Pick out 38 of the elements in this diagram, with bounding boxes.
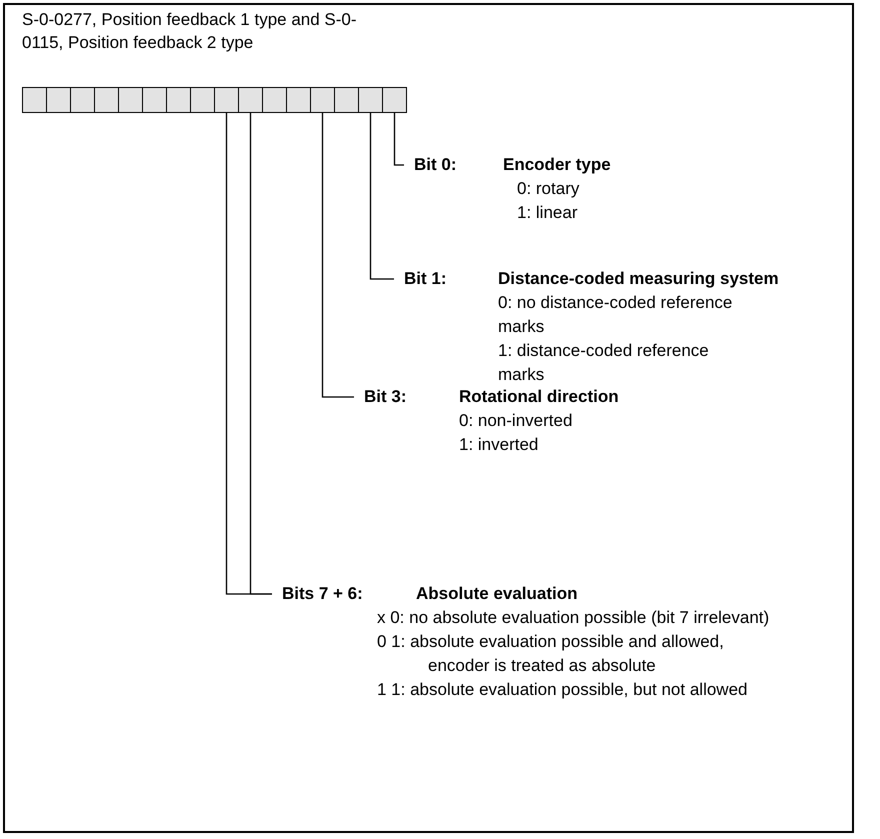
- value-description: 0: no distance-coded reference marks: [498, 292, 734, 338]
- register-bit-cell: [262, 87, 287, 113]
- title: S-0-0277, Position feedback 1 type and S-0-0115, Position feedback 2 type: [22, 9, 358, 54]
- register-bit-cell: [382, 87, 407, 113]
- value-description: 1 1: absolute evaluation possible, but not allowed: [377, 679, 748, 701]
- register-bit-cell: [166, 87, 191, 113]
- register-bit-cell: [70, 87, 95, 113]
- leader-line: [394, 113, 404, 166]
- value-description: 1: linear: [517, 202, 578, 224]
- field-heading: Rotational direction: [459, 386, 620, 408]
- register-bit-cell: [310, 87, 335, 113]
- register-bit-cell: [334, 87, 359, 113]
- field-heading: Absolute evaluation: [416, 583, 579, 605]
- register-bit-cell: [118, 87, 143, 113]
- register-bit-cell: [358, 87, 383, 113]
- value-description: 0: rotary: [517, 178, 580, 200]
- value-description: x 0: no absolute evaluation possible (bit 7 irrelevant): [377, 607, 770, 629]
- leader-line: [370, 113, 394, 280]
- bit-label: Bit 0:: [414, 154, 456, 176]
- bit-label: Bit 3:: [364, 386, 406, 408]
- register-bit-cell: [142, 87, 167, 113]
- register-bit-cell: [238, 87, 263, 113]
- leader-line: [322, 113, 354, 398]
- register-bit-cell: [286, 87, 311, 113]
- value-description: 0: non-inverted: [459, 410, 574, 432]
- bit-label: Bit 1:: [404, 268, 446, 290]
- bit-label: Bits 7 + 6:: [282, 583, 363, 605]
- value-description: 1: inverted: [459, 434, 540, 456]
- field-heading: Distance-coded measuring system: [498, 268, 780, 290]
- value-description: 1: distance-coded reference marks: [498, 340, 710, 386]
- value-description: 0 1: absolute evaluation possible and allowed, encoder is treated as absolute: [377, 631, 725, 677]
- register-bit-cell: [46, 87, 71, 113]
- leader-line: [250, 113, 272, 595]
- register-bit-cell: [214, 87, 239, 113]
- register-bit-cell: [190, 87, 215, 113]
- register-bit-cell: [22, 87, 47, 113]
- field-heading: Encoder type: [503, 154, 612, 176]
- register-bit-cell: [94, 87, 119, 113]
